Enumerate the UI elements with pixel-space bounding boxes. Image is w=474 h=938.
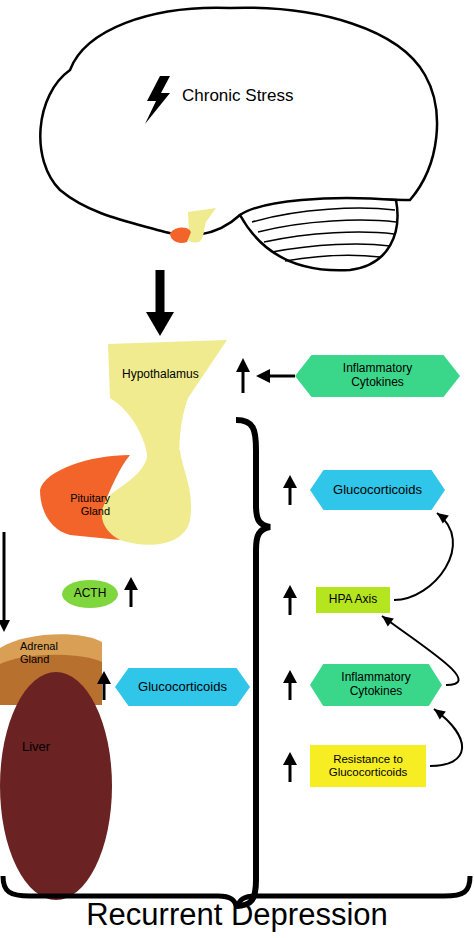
arrow-shaft	[156, 270, 165, 317]
node-text: ACTH	[74, 587, 107, 601]
node-text: Glucocorticoids	[138, 680, 227, 695]
shape-outline	[40, 0, 440, 240]
arrow-head	[146, 312, 174, 336]
flow-arrow	[146, 270, 174, 336]
pointer-arrow	[256, 369, 295, 383]
flow-arrow	[0, 532, 10, 632]
arrow-shaft	[3, 532, 6, 622]
shape-fill	[40, 455, 130, 540]
hexagon-fill	[310, 470, 445, 510]
shape-fill	[40, 8, 437, 236]
hexagon-fill	[295, 355, 460, 397]
node-text: Chronic Stress	[182, 86, 342, 106]
arrow-head	[434, 709, 446, 720]
arrow-curve	[430, 709, 462, 766]
hormone-hexagon: Glucocorticoids	[310, 470, 445, 510]
up-arrow	[236, 358, 250, 393]
axis-box: HPA Axis	[316, 587, 390, 613]
node-text: Inflammatory Cytokines	[329, 671, 424, 699]
node-text: HPA Axis	[329, 593, 377, 607]
up-arrow	[283, 475, 297, 505]
liver-shape: Liver	[0, 672, 112, 900]
flow-arrow	[394, 513, 453, 600]
node-text: Liver	[22, 740, 82, 755]
cytokine-hexagon: Inflammatory Cytokines	[310, 664, 442, 706]
arrow-head	[382, 616, 394, 627]
pituitary-shape: Pituitary Gland	[38, 450, 193, 550]
up-arrow	[283, 670, 297, 700]
hormone-hexagon: Glucocorticoids	[115, 668, 250, 706]
up-arrow	[283, 585, 297, 615]
node-text: Glucocorticoids	[333, 483, 422, 498]
node-text: Hypothalamus	[122, 368, 222, 382]
up-arrow	[283, 752, 297, 782]
hexagon-fill	[310, 664, 442, 706]
up-arrow	[124, 577, 138, 607]
arrow-head	[437, 513, 449, 524]
arrow-head	[0, 620, 10, 632]
node-text: Pituitary Gland	[48, 492, 110, 517]
hormone-ellipse: ACTH	[62, 580, 118, 608]
vertical-brace	[236, 420, 270, 906]
node-text: Resistance to Glucocorticoids	[318, 753, 418, 779]
brain-outline: Chronic Stress	[40, 0, 440, 240]
node-text: Adrenal Gland	[20, 640, 75, 665]
conclusion-label: Recurrent Depression	[0, 898, 474, 932]
cerebellum-folds	[252, 208, 396, 261]
flow-arrow	[430, 709, 462, 766]
cytokine-hexagon: Inflammatory Cytokines	[295, 355, 460, 397]
arrow-curve	[394, 513, 453, 600]
hexagon-fill	[115, 668, 250, 706]
shape-outline	[38, 450, 193, 550]
resistance-box: Resistance to Glucocorticoids	[310, 745, 426, 787]
node-text: Inflammatory Cytokines	[330, 362, 425, 390]
